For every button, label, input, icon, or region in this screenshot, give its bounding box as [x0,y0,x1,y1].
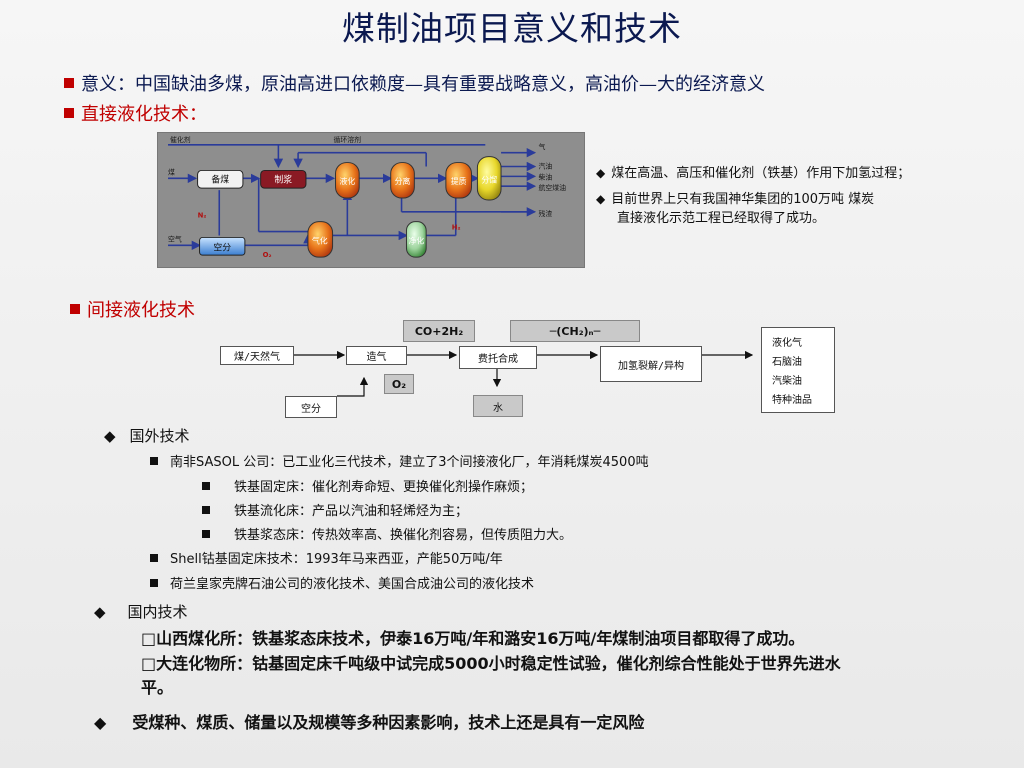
foreign-item: 铁基固定床：催化剂寿命短、更换催化剂操作麻烦； [202,476,533,495]
foreign-item: 荷兰皇家壳牌石油公司的液化技术、美国合成油公司的液化技术 [150,573,534,592]
foreign-item: 铁基流化床：产品以汽油和轻烯烃为主； [202,500,468,519]
direct-liquefaction-diagram: 催化剂 循环溶剂 煤 空气 N₂ O₂ H₂ 气 汽油 柴油 航空煤油 残渣 备… [157,132,585,268]
diamond-bullet-icon: ◆ [104,427,116,445]
indirect-products-box: 液化气 石脑油 汽柴油 特种油品 [761,327,835,413]
red-square-bullet-icon [64,108,74,118]
unit-coal-prep: 备煤 [211,173,229,185]
o2-label: O₂ [263,251,272,259]
direct-liquefaction-heading: 直接液化技术： [64,100,207,126]
water-output-label: 水 [473,395,523,417]
foreign-item: 铁基浆态床：传热效率高、换催化剂容易，但传质阻力大。 [202,524,572,543]
catalyst-label: 催化剂 [170,135,191,144]
direct-note-2: ◆目前世界上只有我国神华集团的100万吨 煤炭 [596,192,875,207]
diamond-bullet-icon: ◆ [596,166,606,180]
n2-label: N₂ [198,212,207,220]
fischer-tropsch-box: 费托合成 [459,346,537,369]
unit-upgrading: 提质 [451,176,467,186]
hollow-square-bullet-icon: □ [141,629,157,648]
diamond-bullet-icon: ◆ [94,603,106,621]
unit-purification: 净化 [408,235,424,245]
domestic-item: □大连化物所：钴基固定床千吨级中试完成5000小时稳定性试验，催化剂综合性能处于… [141,654,841,673]
foreign-item: Shell钴基固定床技术：1993年马来西亚，产能50万吨/年 [150,548,503,567]
hollow-square-bullet-icon: □ [141,654,157,673]
direct-note-3: 直接液化示范工程已经取得了成功。 [617,211,826,226]
air-input-label: 空气 [168,234,182,243]
square-bullet-icon [150,579,158,587]
red-square-bullet-icon [64,78,74,88]
hydrocracking-box: 加氢裂解/异构 [600,346,702,382]
diamond-bullet-icon: ◆ [596,192,606,206]
syngas-label: CO+2H₂ [403,320,475,342]
product-lpg: 液化气 [772,338,802,349]
square-bullet-icon [150,457,158,465]
foreign-tech-heading: ◆国外技术 [104,427,190,445]
unit-slurry: 制浆 [274,173,292,185]
h2-label: H₂ [452,224,461,232]
direct-note-1: ◆煤在高温、高压和催化剂（铁基）作用下加氢过程； [596,166,911,181]
foreign-item: 南非SASOL 公司：已工业化三代技术，建立了3个间接液化厂，年消耗煤炭4500… [150,451,649,470]
page-title: 煤制油项目意义和技术 [342,9,682,48]
product-gas: 气 [539,142,546,151]
significance-text: 意义：中国缺油多煤，原油高进口依赖度—具有重要战略意义，高油价—大的经济意义 [81,74,765,95]
direct-process-flow-svg: 催化剂 循环溶剂 煤 空气 N₂ O₂ H₂ 气 汽油 柴油 航空煤油 残渣 备… [168,135,567,259]
diamond-bullet-icon: ◆ [94,713,107,732]
square-bullet-icon [202,530,210,538]
domestic-item-continued: 平。 [141,678,174,697]
product-gasoline: 汽油 [539,161,553,170]
recycle-solvent-label: 循环溶剂 [334,135,362,144]
significance-bullet: 意义：中国缺油多煤，原油高进口依赖度—具有重要战略意义，高油价—大的经济意义 [64,70,765,96]
indirect-liquefaction-heading: 间接液化技术 [70,296,195,322]
domestic-item: □山西煤化所：铁基浆态床技术，伊泰16万吨/年和潞安16万吨/年煤制油项目都取得… [141,629,805,648]
square-bullet-icon [202,482,210,490]
hydrocarbon-chain-label: ─(CH₂)ₙ─ [510,320,640,342]
square-bullet-icon [150,554,158,562]
o2-feed-label: O₂ [384,374,414,394]
unit-separation: 分离 [395,176,411,186]
unit-liquefaction: 液化 [339,176,355,186]
air-separation-box: 空分 [285,396,337,418]
indirect-feed-box: 煤/天然气 [220,346,294,365]
red-square-bullet-icon [70,304,80,314]
product-naphtha: 石脑油 [772,357,802,368]
product-specialty: 特种油品 [772,395,812,406]
risk-bullet: ◆受煤种、煤质、储量以及规模等多种因素影响，技术上还是具有一定风险 [94,713,645,732]
unit-air-separation: 空分 [213,241,231,253]
domestic-tech-heading: ◆国内技术 [94,603,188,621]
product-residue: 残渣 [539,209,553,218]
unit-fractionation: 分馏 [481,174,497,184]
coal-input-label: 煤 [168,167,175,176]
indirect-gasify-box: 造气 [346,346,407,365]
square-bullet-icon [202,506,210,514]
product-diesel: 柴油 [539,172,553,181]
unit-gasification: 气化 [312,235,328,245]
product-jet-fuel: 航空煤油 [539,183,567,192]
product-fuels: 汽柴油 [772,376,802,387]
